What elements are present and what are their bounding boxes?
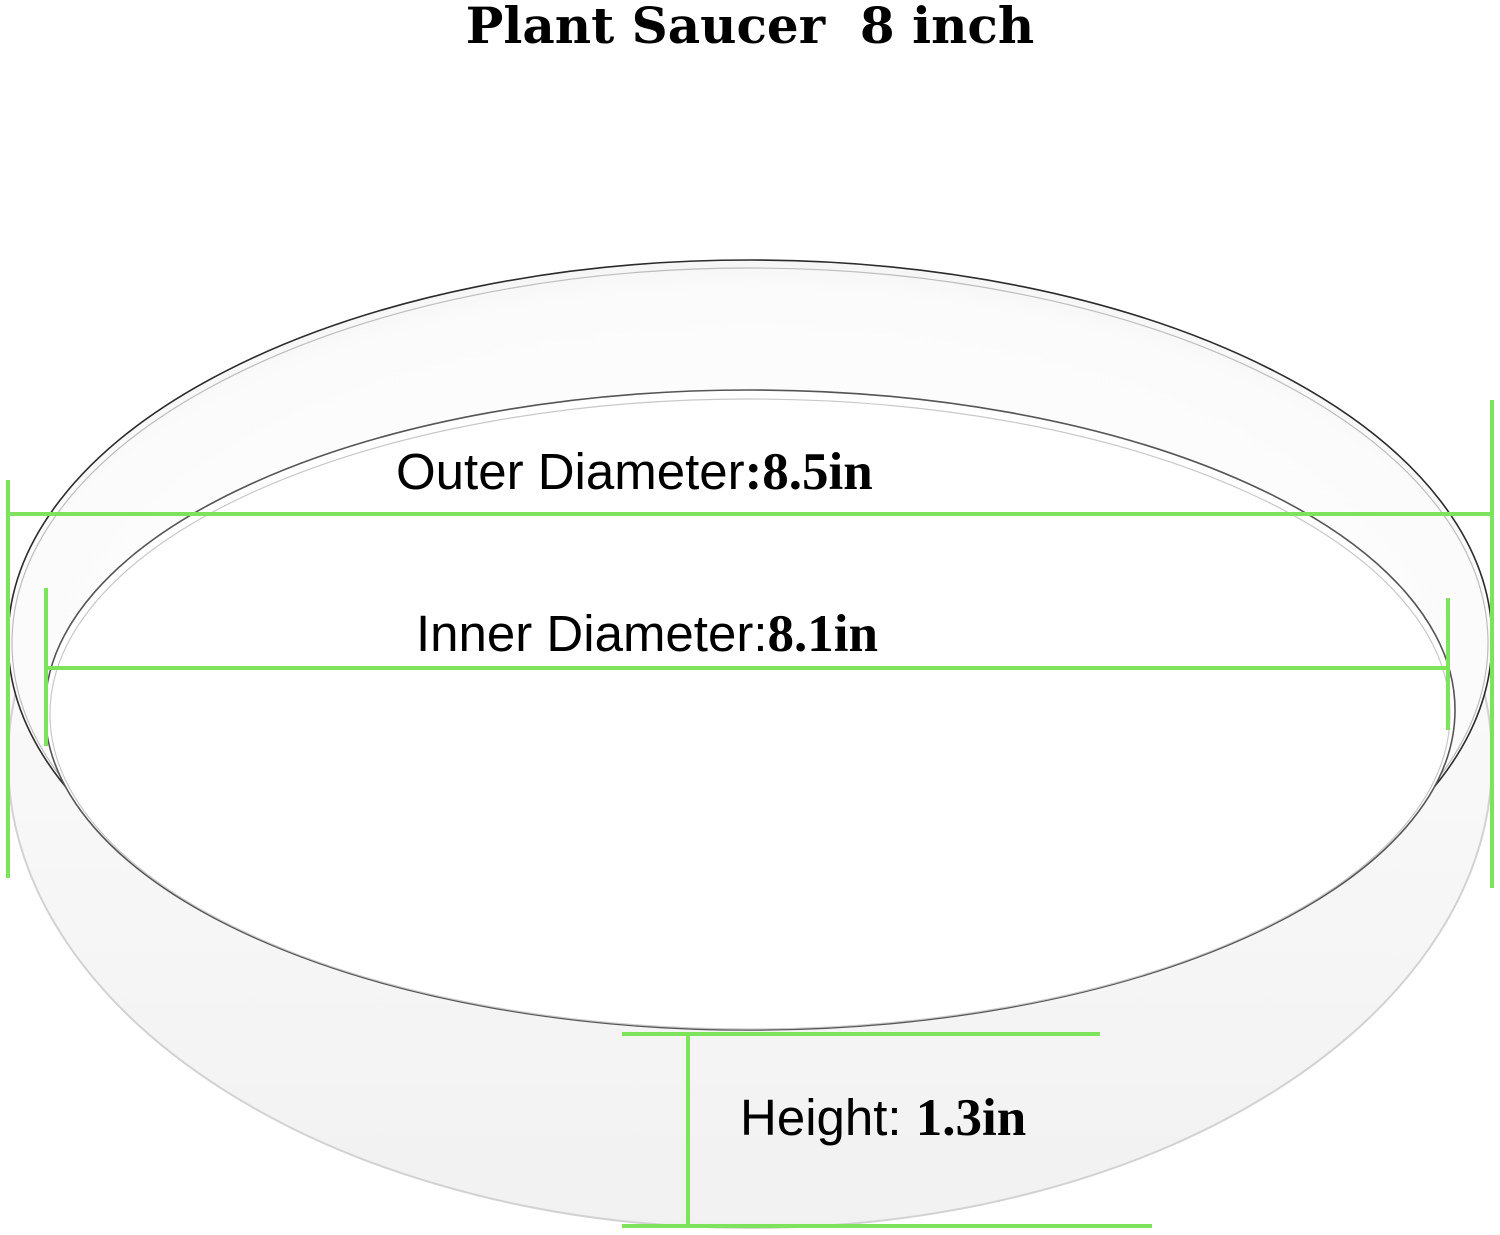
outer-diameter-value: 8.5in [762,443,873,501]
saucer-illustration [7,259,1493,1229]
outer-diameter-sep: : [744,443,763,501]
inner-diameter-sep: : [753,605,768,662]
height-name: Height [740,1089,888,1146]
page-title: Plant Saucer 8 inch [465,0,1035,55]
inner-diameter-label: Inner Diameter:8.1in [416,604,878,664]
outer-diameter-name: Outer Diameter [396,443,745,500]
height-sep: : [887,1089,916,1146]
height-value: 1.3in [915,1089,1027,1147]
height-label: Height: 1.3in [740,1088,1026,1148]
saucer-outer-wall [8,640,1492,1228]
inner-diameter-value: 8.1in [767,605,878,663]
dimension-lines [6,400,1494,1228]
inner-diameter-name: Inner Diameter [416,605,754,662]
outer-diameter-label: Outer Diameter:8.5in [396,442,873,502]
